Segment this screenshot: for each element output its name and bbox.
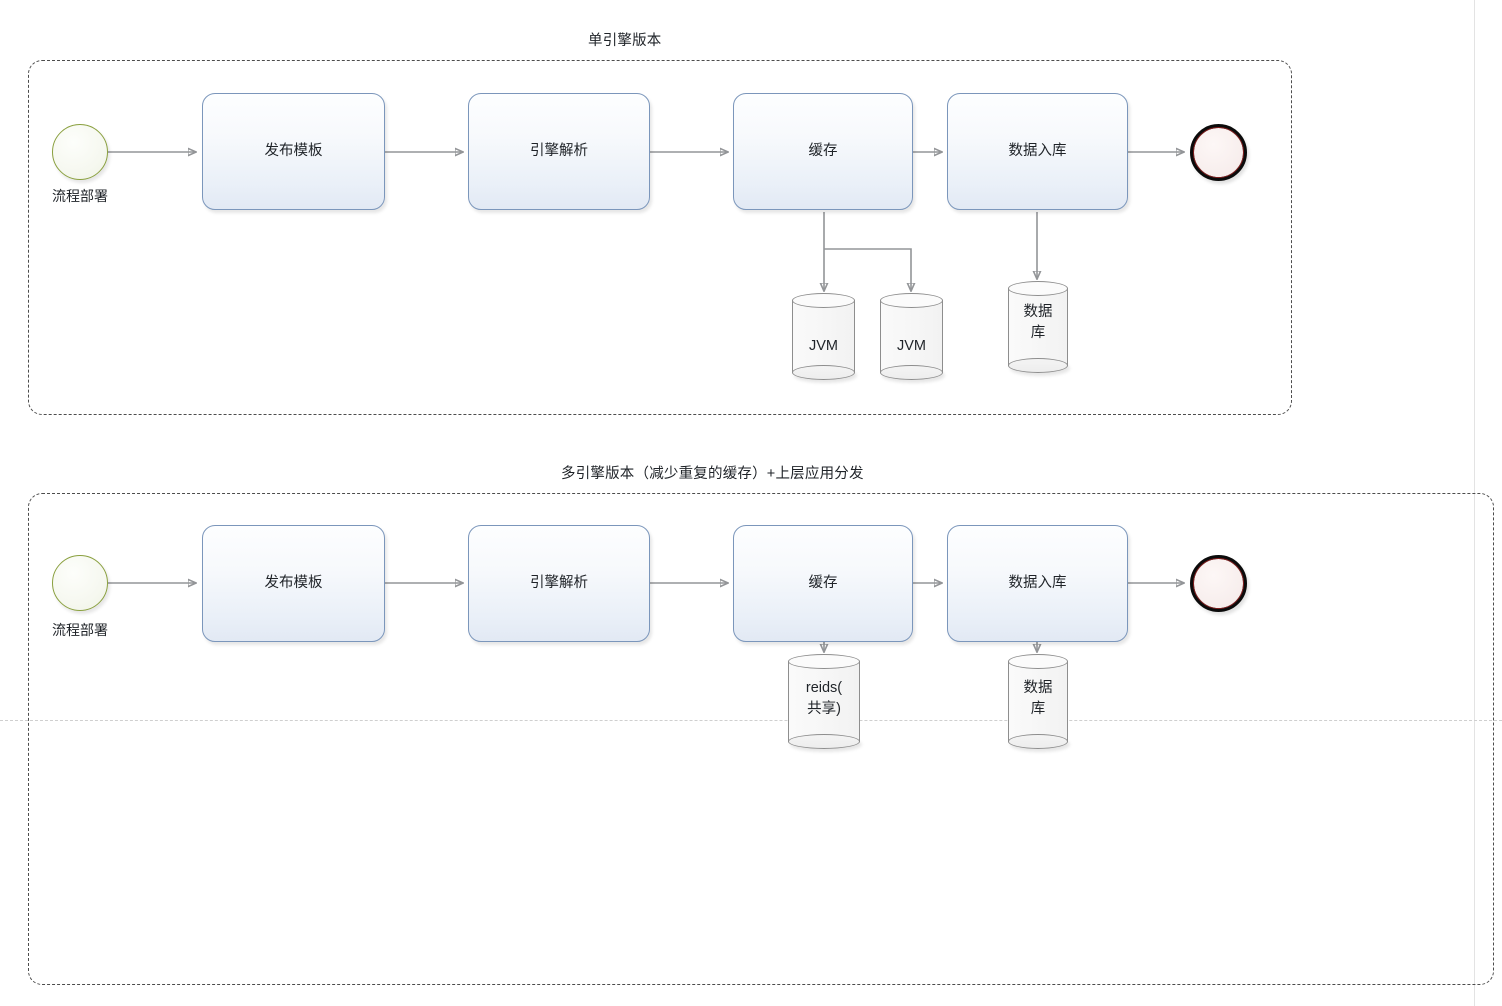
- task-engine-parse-single-engine[interactable]: 引擎解析: [468, 93, 650, 210]
- task-publish-template-multi-engine[interactable]: 发布模板: [202, 525, 385, 642]
- start-event-multi-engine[interactable]: [52, 555, 108, 611]
- task-label: 发布模板: [264, 574, 323, 591]
- cylinder-bottom: [1008, 734, 1068, 749]
- cylinder-bottom: [880, 365, 943, 380]
- datastore-label-line-2: 共享): [807, 701, 841, 718]
- page-guide-vertical: [1474, 0, 1475, 1006]
- datastore-label: JVM: [809, 338, 838, 354]
- cylinder-bottom: [1008, 358, 1068, 373]
- start-event-label-single-engine: 流程部署: [52, 188, 108, 204]
- datastore-label-line-2: 库: [1030, 701, 1046, 718]
- datastore-label-line-2: 库: [1030, 325, 1046, 342]
- task-label: 引擎解析: [530, 142, 588, 159]
- task-data-store-single-engine[interactable]: 数据入库: [947, 93, 1128, 210]
- task-label: 缓存: [808, 142, 838, 159]
- cylinder-bottom: [788, 734, 860, 749]
- section-title-single-engine: 单引擎版本: [588, 33, 662, 49]
- task-publish-template-single-engine[interactable]: 发布模板: [202, 93, 385, 210]
- task-cache-multi-engine[interactable]: 缓存: [733, 525, 913, 642]
- cylinder-body: [880, 300, 943, 373]
- cylinder-top: [1008, 654, 1068, 669]
- cylinder-body: [1008, 288, 1068, 366]
- cylinder-body: [792, 300, 855, 373]
- cylinder-bottom: [792, 365, 855, 380]
- end-event-multi-engine[interactable]: [1190, 555, 1247, 612]
- task-label: 数据入库: [1008, 574, 1067, 591]
- datastore-jvm-2[interactable]: JVM: [880, 293, 943, 380]
- task-label: 发布模板: [264, 142, 323, 159]
- datastore-redis-shared[interactable]: reids( 共享): [788, 654, 860, 749]
- task-label: 数据入库: [1008, 142, 1067, 159]
- task-label: 引擎解析: [530, 574, 588, 591]
- datastore-label: JVM: [897, 338, 926, 354]
- page-guide-horizontal: [0, 720, 1502, 721]
- cylinder-body: [1008, 661, 1068, 742]
- datastore-label: 数据 库: [1008, 678, 1068, 720]
- end-event-single-engine[interactable]: [1190, 124, 1247, 181]
- datastore-label: 数据 库: [1008, 302, 1068, 344]
- datastore-database-1[interactable]: 数据 库: [1008, 281, 1068, 373]
- task-cache-single-engine[interactable]: 缓存: [733, 93, 913, 210]
- datastore-label: reids( 共享): [788, 678, 860, 720]
- task-label: 缓存: [808, 574, 838, 591]
- cylinder-body: [788, 661, 860, 742]
- datastore-label-line-1: 数据: [1023, 304, 1053, 320]
- cylinder-top: [792, 293, 855, 308]
- datastore-label-line-1: 数据: [1023, 680, 1053, 696]
- group-container-single-engine: [28, 60, 1292, 415]
- datastore-label-line-1: reids(: [805, 680, 843, 696]
- start-event-single-engine[interactable]: [52, 124, 108, 180]
- datastore-database-2[interactable]: 数据 库: [1008, 654, 1068, 749]
- group-container-multi-engine: [28, 493, 1494, 985]
- start-event-label-multi-engine: 流程部署: [52, 622, 108, 638]
- section-title-multi-engine: 多引擎版本（减少重复的缓存）+上层应用分发: [561, 466, 864, 482]
- cylinder-top: [788, 654, 860, 669]
- cylinder-top: [880, 293, 943, 308]
- task-engine-parse-multi-engine[interactable]: 引擎解析: [468, 525, 650, 642]
- task-data-store-multi-engine[interactable]: 数据入库: [947, 525, 1128, 642]
- datastore-jvm-1[interactable]: JVM: [792, 293, 855, 380]
- cylinder-top: [1008, 281, 1068, 296]
